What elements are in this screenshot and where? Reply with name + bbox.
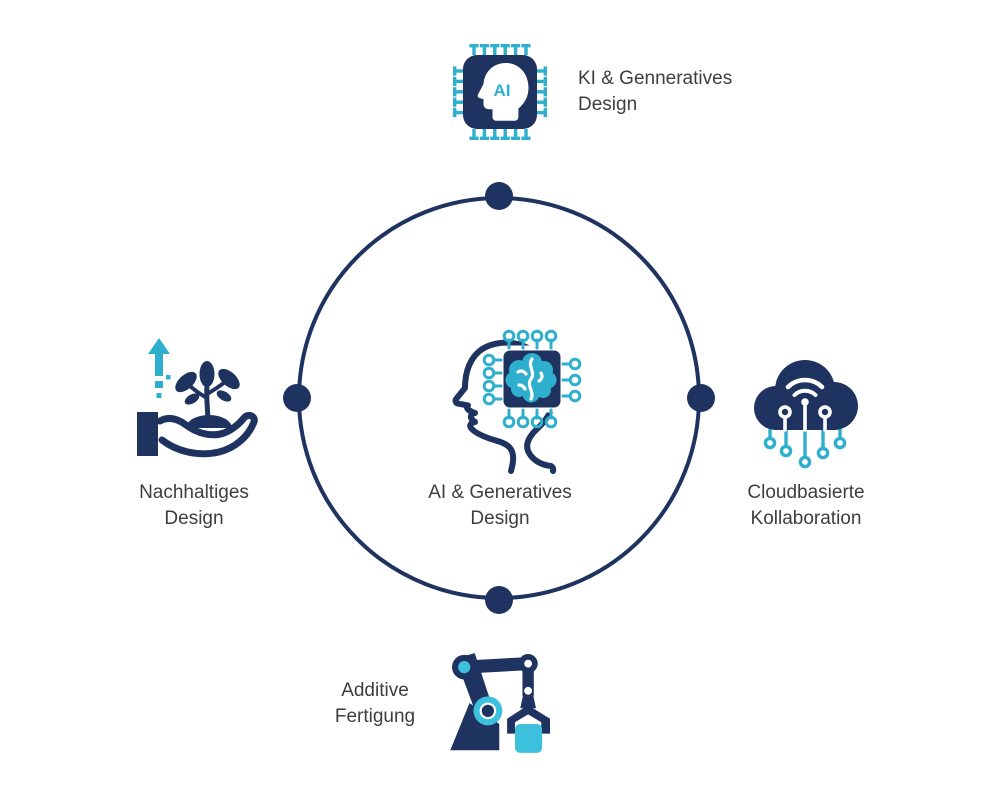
- node-left: [132, 336, 258, 466]
- cloud-circuit-icon: [754, 360, 858, 469]
- node-left-label: Nachhaltiges Design: [139, 482, 249, 529]
- node-center: [413, 308, 593, 476]
- ai-chip-head-icon: AI: [453, 44, 547, 140]
- head-chip-brain-icon: [452, 329, 582, 474]
- node-bottom-label: Additive Fertigung: [334, 680, 416, 727]
- node-top: AI: [445, 36, 555, 148]
- circle-node-dot-right: [687, 384, 715, 412]
- node-right-label: Cloudbasierte Kollaboration: [747, 482, 865, 529]
- hand-plant-growth-icon: [137, 338, 258, 458]
- node-right: [748, 346, 862, 470]
- circle-node-dot-bottom: [485, 586, 513, 614]
- circle-node-dot-top: [485, 182, 513, 210]
- ai-label: AI: [494, 81, 511, 100]
- node-center-label: AI & Generatives Design: [428, 482, 572, 529]
- node-bottom: [438, 640, 578, 780]
- node-top-label: KI & Genneratives Design: [578, 68, 733, 115]
- circle-node-dot-left: [283, 384, 311, 412]
- robot-arm-icon: [450, 653, 550, 753]
